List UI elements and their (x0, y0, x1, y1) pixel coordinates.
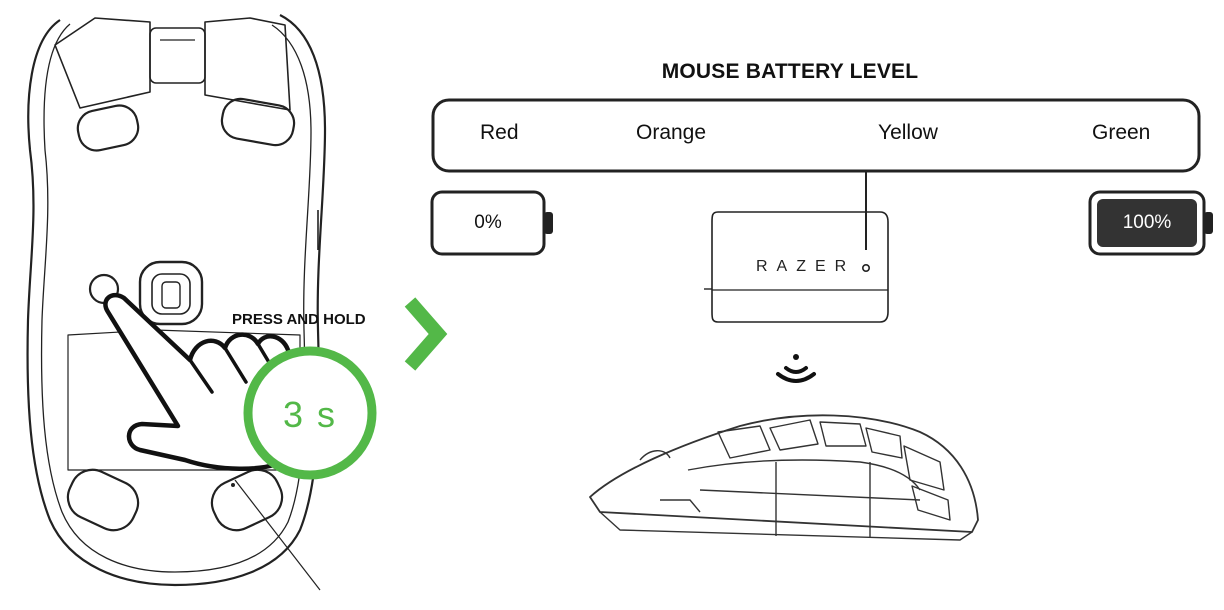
battery-full-label: 100% (1122, 212, 1172, 233)
hold-time-label: 3 s (282, 394, 338, 435)
battery-empty-label: 0% (474, 212, 502, 233)
level-label-red: Red (480, 121, 519, 144)
dongle-brand-label: RAZER (756, 258, 856, 275)
level-label-orange: Orange (636, 121, 707, 144)
level-label-green: Green (1092, 121, 1151, 144)
press-and-hold-label: PRESS AND HOLD (232, 311, 366, 328)
wireless-signal-icon (776, 354, 816, 383)
battery-full-icon (1088, 190, 1213, 256)
battery-empty-icon (430, 190, 553, 256)
level-label-yellow: Yellow (878, 121, 938, 144)
wireless-dongle (704, 211, 889, 323)
mouse-side-view (589, 414, 979, 541)
battery-level-bar (431, 98, 1201, 173)
diagram-title: MOUSE BATTERY LEVEL (661, 60, 919, 83)
mouse-bottom-view (26, 14, 327, 591)
timer-ring (243, 346, 377, 480)
chevron-right-icon (404, 297, 448, 371)
